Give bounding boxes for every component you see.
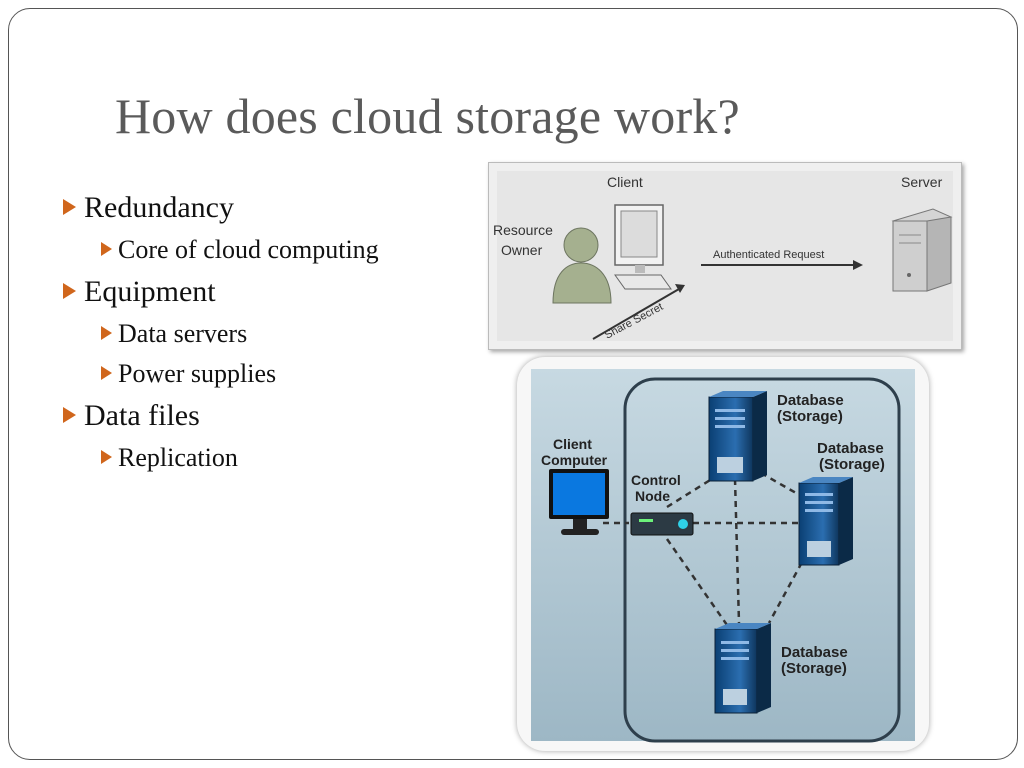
bullet-redundancy: Redundancy [63, 191, 493, 225]
client-computer-label-line2: Computer [541, 452, 608, 468]
bullet-arrow-icon [101, 366, 112, 380]
client-label: Client [607, 174, 643, 190]
database-3-label-line2: (Storage) [781, 660, 847, 677]
slide-title: How does cloud storage work? [115, 88, 740, 144]
bullet-arrow-icon [101, 242, 112, 256]
database-3-label-line1: Database [781, 644, 848, 661]
control-node-icon [630, 512, 694, 536]
database-1-label-line1: Database [777, 392, 844, 409]
subbullet-power-supplies: Power supplies [101, 359, 493, 389]
database-2-label-line1: Database [817, 440, 884, 457]
slide-frame: How does cloud storage work? Redundancy … [8, 8, 1018, 760]
subbullet-replication: Replication [101, 443, 493, 473]
monitor-icon [614, 204, 672, 290]
bullet-arrow-icon [63, 283, 76, 299]
bullet-equipment: Equipment [63, 275, 493, 309]
storage-topology-svg: Client Computer Control Node Database [531, 369, 915, 743]
server-icon [891, 208, 953, 292]
resource-owner-label-line1: Resource [493, 222, 553, 238]
auth-diagram-svg: Client Server Resource Owner Authenticat… [493, 171, 953, 342]
database-2-label-line2: (Storage) [819, 456, 885, 473]
control-node-label-line2: Node [635, 488, 670, 504]
bullet-arrow-icon [63, 407, 76, 423]
authenticated-request-label: Authenticated Request [713, 249, 824, 261]
subbullet-core: Core of cloud computing [101, 235, 493, 265]
bullet-data-files: Data files [63, 399, 493, 433]
database-server-icon [798, 477, 853, 566]
bullet-arrow-icon [101, 326, 112, 340]
subbullet-data-servers: Data servers [101, 319, 493, 349]
bullet-arrow-icon [101, 450, 112, 464]
resource-owner-label-line2: Owner [501, 242, 543, 258]
database-server-icon [708, 391, 767, 482]
database-1-label-line2: (Storage) [777, 408, 843, 425]
client-computer-label-line1: Client [553, 436, 592, 452]
authenticated-request-arrow: Authenticated Request [701, 249, 863, 270]
database-server-icon [714, 623, 771, 714]
person-icon [552, 227, 612, 304]
auth-diagram-image: Client Server Resource Owner Authenticat… [488, 162, 962, 350]
client-computer-icon [549, 469, 609, 535]
bullet-list: Redundancy Core of cloud computing Equip… [63, 187, 493, 473]
control-node-label-line1: Control [631, 472, 681, 488]
server-label: Server [901, 174, 943, 190]
storage-topology-image: Client Computer Control Node Database [517, 357, 929, 751]
bullet-arrow-icon [63, 199, 76, 215]
